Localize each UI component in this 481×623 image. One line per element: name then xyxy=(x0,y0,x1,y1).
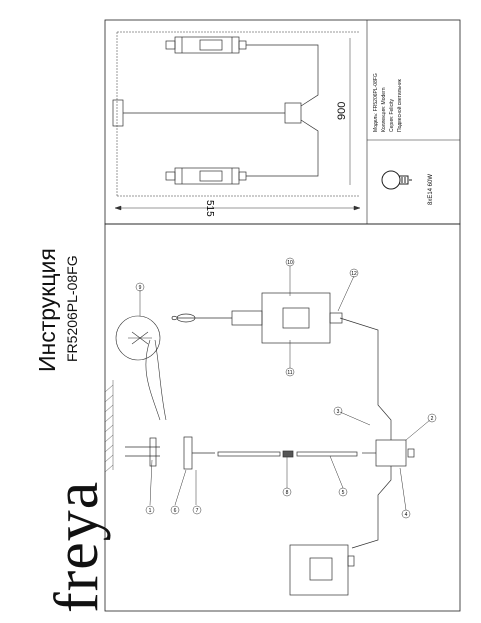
down-rods xyxy=(217,450,358,458)
svg-text:12: 12 xyxy=(351,271,357,277)
callout-3: 3 xyxy=(333,406,343,416)
callout-markers: 1 2 3 4 5 6 7 8 9 10 11 12 xyxy=(135,257,437,519)
bulb-spec: 8xE14 60W xyxy=(428,173,434,205)
callout-11: 11 xyxy=(285,367,295,377)
svg-text:3: 3 xyxy=(337,409,340,415)
mounting-bracket xyxy=(125,436,215,470)
callout-6: 6 xyxy=(170,505,180,515)
spec-model: Модель: FR5206PL-08FG xyxy=(373,73,379,132)
callout-12: 12 xyxy=(349,268,359,278)
callout-5: 5 xyxy=(338,487,348,497)
callout-8: 8 xyxy=(282,487,292,497)
svg-text:4: 4 xyxy=(405,512,408,518)
bulb-icon xyxy=(381,170,412,190)
callout-2: 2 xyxy=(427,413,437,423)
svg-text:2: 2 xyxy=(431,416,434,422)
svg-text:1: 1 xyxy=(149,508,152,514)
lamp-dimension-drawing xyxy=(112,36,319,185)
spec-collection: Коллекция: Modern xyxy=(381,87,387,132)
callout-9: 9 xyxy=(135,282,145,292)
svg-text:5: 5 xyxy=(342,490,345,496)
instruction-panel-frame xyxy=(104,223,461,612)
dim-height-label: 900 xyxy=(336,101,348,120)
shade-assembly-bottom xyxy=(289,544,355,596)
svg-text:11: 11 xyxy=(287,370,292,376)
wire-connection xyxy=(115,315,167,421)
svg-text:6: 6 xyxy=(174,508,177,514)
dimension-panel-frame xyxy=(104,19,461,225)
svg-text:8: 8 xyxy=(286,490,289,496)
spec-series: Серия: Felicity xyxy=(389,98,395,132)
callout-4: 4 xyxy=(401,509,411,519)
callout-10: 10 xyxy=(285,257,295,267)
svg-text:10: 10 xyxy=(287,260,293,266)
svg-text:9: 9 xyxy=(139,285,142,291)
svg-text:7: 7 xyxy=(196,508,199,514)
shade-assembly-top xyxy=(171,292,343,344)
callout-7: 7 xyxy=(192,505,202,515)
ceiling-hatch xyxy=(104,380,114,473)
spec-type: Подвесной светильник xyxy=(397,79,403,132)
callout-1: 1 xyxy=(145,505,155,515)
dim-width-label: 515 xyxy=(204,200,215,217)
central-hub xyxy=(339,317,415,549)
